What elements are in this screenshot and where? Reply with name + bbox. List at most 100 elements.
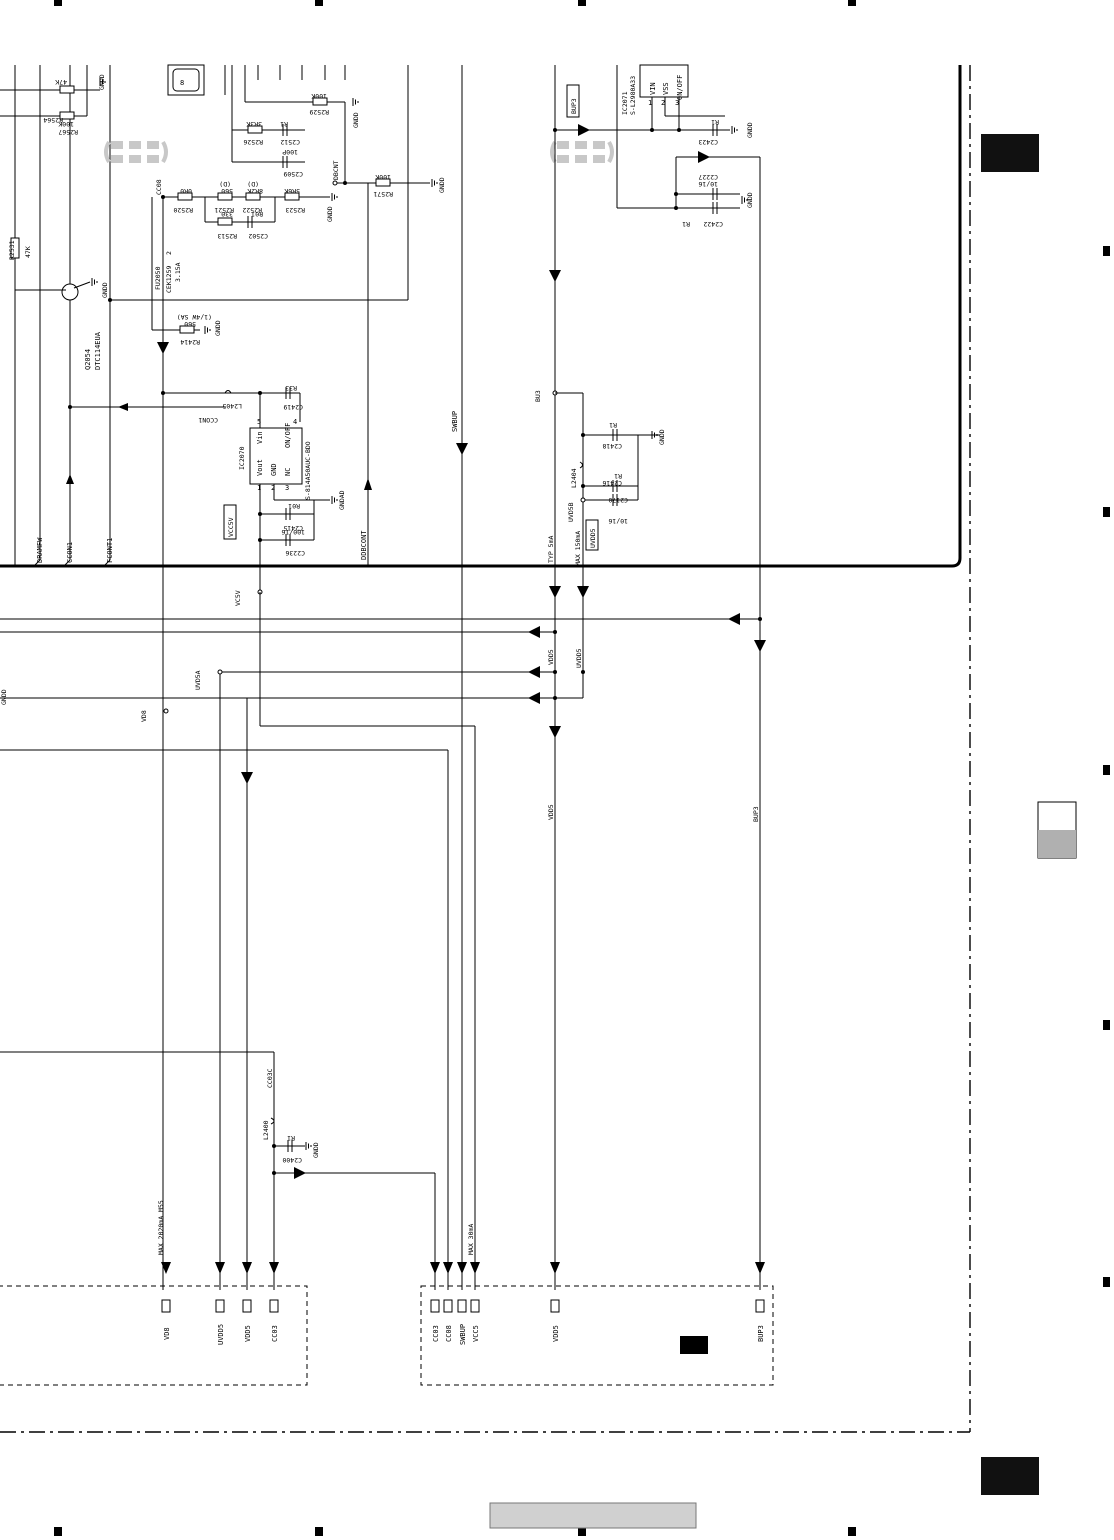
c2415-value: R01 [288, 502, 300, 510]
r2526-value: 3R3K [246, 120, 262, 128]
c2512-label: C2512 [280, 138, 300, 146]
gndd-net-left: GNDD [0, 689, 8, 705]
l2400-label: L2400 [262, 1120, 270, 1140]
ddbcont-net: DDBCONT [360, 530, 368, 560]
l2404-label: L2404 [570, 468, 578, 488]
lower-bus: VDD5 UVDD5 VDD5 BUP3 UVD5A VD8 GNDD CC03… [0, 566, 766, 1290]
ic2070-pin4: 4 [293, 418, 297, 426]
c2502-label: C2502 [248, 232, 268, 240]
ic2071-pin2: 2 [661, 99, 665, 107]
vd8-net: VD8 [140, 710, 148, 722]
ic2071-pin1: 1 [648, 99, 652, 107]
r2513-value: 330 [221, 210, 233, 218]
ic2070-onoff: ON/OFF [284, 423, 292, 448]
vc5v-net: VC5V [234, 590, 242, 606]
r2414-label: R2414 [180, 338, 200, 346]
r2529-value: 100K [311, 92, 327, 100]
r2414-value: 560 [184, 320, 196, 328]
right-upper-block: BUP3 IC2071 S-L2980A33 VIN VSS ON/OFF 1 … [534, 64, 761, 1290]
c2416-label: C2416 [602, 479, 622, 487]
vdd5-net-1: VDD5 [547, 649, 555, 665]
ic2071-label: IC2071 [621, 91, 629, 115]
gndd-label-8: GNDD [746, 192, 754, 208]
board-outline [0, 65, 971, 1433]
conn-left-pin-1: VD8 [163, 1327, 171, 1340]
r2520-label: R2520 [173, 206, 193, 214]
connector-right: CC03 CC08 SWBUP VCC5 VDD5 BUP3 [420, 1285, 774, 1386]
q2054-label: Q2054 [84, 349, 92, 370]
dramfw-net: DRAMFW [36, 537, 44, 563]
c2512-value: R1 [280, 120, 288, 128]
cc03c-net: CC03C [266, 1068, 274, 1088]
bu3-net: BU3 [534, 390, 542, 402]
section-index-marker [1037, 801, 1077, 859]
gndad-label: GNDAD [338, 490, 346, 510]
max-30ma: MAX 30mA [467, 1224, 475, 1255]
max-150ma: MAX 150mA [574, 531, 582, 566]
ic2070-part: S-814A50AUC-BDO [304, 441, 312, 500]
dbcnt-net: DBCNT [332, 160, 340, 180]
r2571-label: R2571 [373, 190, 393, 198]
c2509-value: 100P [282, 148, 298, 156]
gndd-label-5: GNDD [438, 177, 446, 193]
gndd-label-7: GNDD [746, 122, 754, 138]
r2567-label: R2567 [58, 128, 78, 136]
footer-bar [489, 1502, 697, 1529]
c2422-label: C2422 [703, 220, 723, 228]
conn-right-pin-5: VDD5 [552, 1325, 560, 1342]
fcont1-net: FCONT1 [106, 538, 114, 563]
c2419-value: R33 [285, 384, 297, 392]
c2227-value: 10/16 [698, 180, 718, 188]
conn-right-pin-6: BUP3 [757, 1325, 765, 1342]
ccon1-net-left: CCON1 [66, 542, 74, 563]
gndd-label-2: GNDD [101, 282, 109, 298]
l2405-label: L2405 [222, 402, 242, 410]
gndd-label-10: GNDD [312, 1142, 320, 1158]
gndd-label-6: GNDD [214, 320, 222, 336]
typ-5ma: TYP 5mA [547, 536, 555, 563]
q2054-part: DTC114EUA [94, 331, 102, 370]
r2522-value: 8R2K [247, 187, 263, 195]
svg-text:8: 8 [180, 79, 184, 87]
ic2071-vss: VSS [662, 82, 670, 95]
c2509-label: C2509 [283, 170, 303, 178]
r2571-value: 100K [375, 173, 391, 181]
c2419-label: C2419 [283, 403, 303, 411]
ic2070-pin1: 1 [257, 484, 261, 492]
cc08-net: CC08 [155, 179, 163, 195]
conn-right-pin-4: VCC5 [472, 1325, 480, 1342]
r2521-note: (D) [219, 180, 231, 188]
ic2070-pin3: 3 [285, 484, 289, 492]
c2227-label: C2227 [698, 173, 718, 181]
bup3-boxed: BUP3 [570, 98, 578, 114]
r2520-value: 0R0 [180, 187, 192, 195]
c2418-label: C2418 [602, 442, 622, 450]
r2564-value: 47K [55, 78, 67, 86]
r2526-label: R2526 [243, 138, 263, 146]
c2170-value: 10/16 [608, 517, 628, 525]
ccon1-net-mid: CCON1 [198, 416, 218, 424]
c2415-label: C2415 [283, 524, 303, 532]
page-tab-bottom [981, 1457, 1039, 1495]
r2513-label: R2513 [217, 232, 237, 240]
ic2071-pin3: 3 [675, 99, 679, 107]
max-2020ma: MAX 2020mA M55 [157, 1200, 165, 1255]
c2400-label: C2400 [282, 1156, 302, 1164]
swbup-net: SWBUP [451, 411, 459, 432]
r2529-label: R2529 [309, 108, 329, 116]
c2423-value: R1 [711, 118, 719, 126]
uvd5b-net: UVD5B [567, 502, 575, 522]
c2422-value: R1 [682, 220, 690, 228]
uvd5a-net: UVD5A [194, 670, 202, 690]
r2564-label: R2564 [43, 116, 63, 124]
gndd-label-9: GNDD [658, 429, 666, 445]
page-tab-top [981, 134, 1039, 172]
r2523-value: 5R6K [284, 187, 300, 195]
c2423-label: C2423 [698, 138, 718, 146]
ic2070-pin5: 5 [257, 418, 261, 426]
c2418-value: R1 [609, 421, 617, 429]
ic2071-onoff: ON/OFF [676, 75, 684, 100]
c2502-value: R01 [251, 210, 263, 218]
